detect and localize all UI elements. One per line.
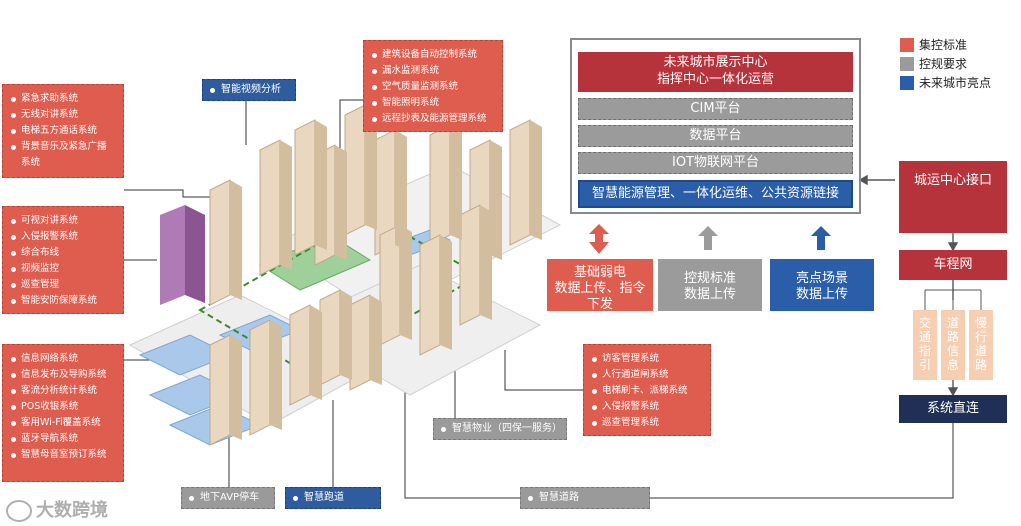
platform-iot-layer: IOT物联网平台 xyxy=(578,152,853,174)
slow-road-column: 慢 行 道 路 xyxy=(969,310,993,380)
watermark: 大数跨境 xyxy=(6,496,108,522)
vert-char: 路 xyxy=(946,330,959,344)
tag-video-analysis: 智能视频分析 xyxy=(202,79,296,101)
callout-item: 无线对讲系统 xyxy=(9,107,117,123)
callout-emergency: 紧急求助系统 无线对讲系统 电梯五方通话系统 背景音乐及紧急广播 系统 xyxy=(2,84,124,178)
callout-item: 智能照明系统 xyxy=(370,95,496,111)
up-arrow-icon xyxy=(811,226,831,250)
upload-line: 下发 xyxy=(586,297,613,312)
upload-line: 数据上传、指令 xyxy=(554,281,646,296)
callout-item: 信息网络系统 xyxy=(9,351,117,367)
tag-smart-track: 智慧跑道 xyxy=(285,487,381,509)
legend-label: 集控标准 xyxy=(919,38,968,52)
callout-item: 智能安防保障系统 xyxy=(9,293,117,309)
callout-item: 智慧母音室预订系统 xyxy=(9,447,117,463)
watermark-text: 大数跨境 xyxy=(36,500,108,521)
upload-line: 亮点场景 xyxy=(795,271,848,286)
callout-item: 蓝牙导航系统 xyxy=(9,431,117,447)
upload-line: 基础弱电 xyxy=(573,265,626,280)
legend: 集控标准 控规要求 未来城市亮点 xyxy=(900,38,1018,94)
callout-item: 远程抄表及能源管理系统 xyxy=(370,111,496,127)
callout-item: 入侵报警系统 xyxy=(590,399,704,415)
upload-basic-weak-current: 基础弱电 数据上传、指令 下发 xyxy=(547,259,653,312)
callout-item: 巡查管理 xyxy=(9,277,117,293)
vert-char: 道 xyxy=(974,344,987,358)
vert-char: 引 xyxy=(918,358,931,372)
vert-char: 信 xyxy=(946,344,959,358)
platform-top-line1: 未来城市展示中心 xyxy=(663,55,768,70)
vert-char: 指 xyxy=(918,344,931,358)
vert-char: 慢 xyxy=(974,316,987,330)
callout-item: 电梯刷卡、派梯系统 xyxy=(590,383,704,399)
callout-retail: 信息网络系统 信息发布及导购系统 客流分析统计系统 POS收银系统 客用Wi-F… xyxy=(2,344,124,482)
tag-smart-road: 智慧道路 xyxy=(520,487,650,509)
callout-item: 综合布线 xyxy=(9,245,117,261)
city-illustration xyxy=(128,104,562,446)
double-arrow-icon xyxy=(589,224,609,254)
callout-item: 紧急求助系统 xyxy=(9,91,117,107)
up-arrow-icon xyxy=(698,226,718,250)
road-info-column: 道 路 信 息 xyxy=(941,310,965,380)
city-ops-interface-label: 城运中心接口 xyxy=(913,173,992,188)
callout-item: 电梯五方通话系统 xyxy=(9,123,117,139)
platform-data-layer: 数据平台 xyxy=(578,125,853,147)
legend-label: 未来城市亮点 xyxy=(919,76,992,90)
platform-top-line2: 指挥中心一体化运营 xyxy=(656,72,774,87)
legend-swatch xyxy=(900,38,914,52)
callout-item: 客用Wi-Fi覆盖系统 xyxy=(9,415,117,431)
vert-char: 路 xyxy=(974,358,987,372)
callout-item: 漏水监测系统 xyxy=(370,63,496,79)
callout-access: 访客管理系统 人行通道闸系统 电梯刷卡、派梯系统 入侵报警系统 巡查管理系统 xyxy=(583,344,711,436)
platform-bottom-layer: 智慧能源管理、一体化运维、公共资源链接 xyxy=(578,180,853,208)
legend-swatch xyxy=(900,57,914,71)
vert-char: 交 xyxy=(918,316,931,330)
platform-cim-layer: CIM平台 xyxy=(578,98,853,120)
city-ops-interface: 城运中心接口 xyxy=(899,161,1007,233)
callout-item: 建筑设备自动控制系统 xyxy=(370,47,496,63)
platform-panel: 未来城市展示中心 指挥中心一体化运营 CIM平台 数据平台 IOT物联网平台 智… xyxy=(570,38,861,214)
upload-highlight-scene: 亮点场景 数据上传 xyxy=(770,259,874,311)
callout-security: 可视对讲系统 入侵报警系统 综合布线 视频监控 巡查管理 智能安防保障系统 xyxy=(2,206,124,314)
callout-item: 空气质量监测系统 xyxy=(370,79,496,95)
upload-line: 控规标准 xyxy=(683,271,736,286)
chewang-box: 车程网 xyxy=(899,250,1007,280)
callout-item: POS收银系统 xyxy=(9,399,117,415)
vert-char: 息 xyxy=(946,358,959,372)
upload-line: 数据上传 xyxy=(683,287,736,302)
tag-avp-parking: 地下AVP停车 xyxy=(181,487,275,509)
direct-connect-box: 系统直连 xyxy=(899,395,1007,423)
callout-item: 人行通道闸系统 xyxy=(590,367,704,383)
traffic-guidance-column: 交 通 指 引 xyxy=(913,310,937,380)
upload-control-standard: 控规标准 数据上传 xyxy=(658,259,762,311)
callout-item-continuation: 系统 xyxy=(21,157,41,168)
upload-arrows xyxy=(589,224,831,254)
callout-item: 可视对讲系统 xyxy=(9,213,117,229)
callout-item: 视频监控 xyxy=(9,261,117,277)
vert-char: 通 xyxy=(918,330,931,344)
callout-item: 巡查管理系统 xyxy=(590,415,704,431)
callout-item: 访客管理系统 xyxy=(590,351,704,367)
tag-smart-property: 智慧物业（四保一服务） xyxy=(433,418,567,440)
callout-item: 入侵报警系统 xyxy=(9,229,117,245)
callout-item: 背景音乐及紧急广播 xyxy=(9,139,117,155)
legend-swatch xyxy=(900,76,914,90)
upload-line: 数据上传 xyxy=(795,287,848,302)
callout-item: 客流分析统计系统 xyxy=(9,383,117,399)
legend-label: 控规要求 xyxy=(919,57,968,71)
callout-building: 建筑设备自动控制系统 漏水监测系统 空气质量监测系统 智能照明系统 远程抄表及能… xyxy=(363,40,503,132)
platform-top-layer: 未来城市展示中心 指挥中心一体化运营 xyxy=(578,52,853,92)
vert-char: 道 xyxy=(946,316,959,330)
vert-char: 行 xyxy=(974,330,987,344)
callout-item: 信息发布及导购系统 xyxy=(9,367,117,383)
watermark-logo xyxy=(6,500,32,522)
